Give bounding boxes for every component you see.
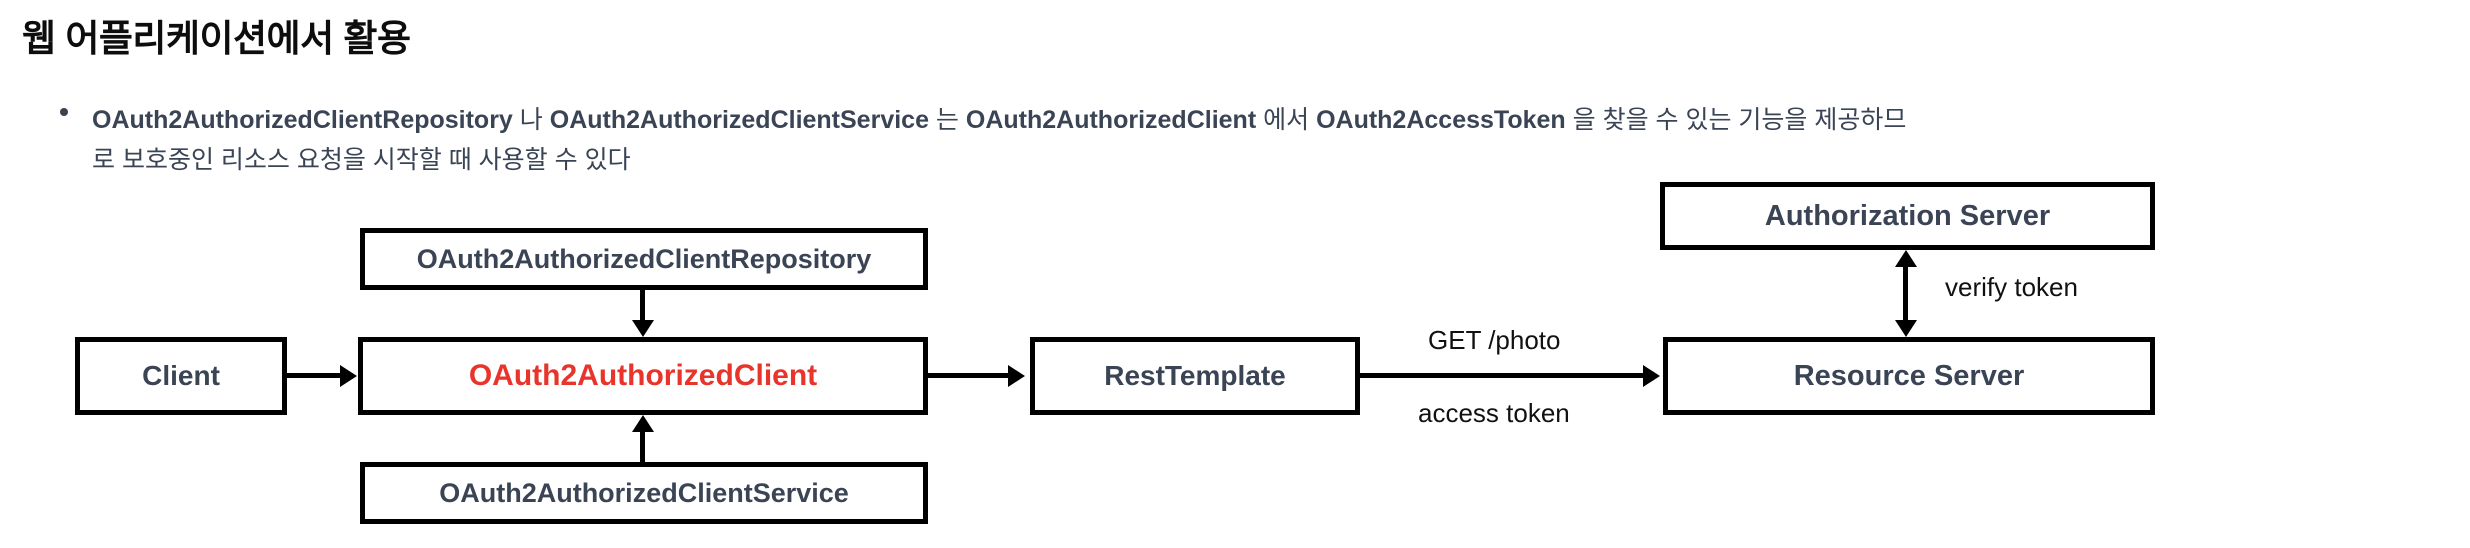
arrow-down-icon <box>1895 320 1917 337</box>
term-oauth2authorizedclientrepository: OAuth2AuthorizedClientRepository <box>92 106 513 134</box>
edge-label-get-photo: GET /photo <box>1428 325 1561 355</box>
node-client: Client <box>75 337 287 415</box>
bullet-separator-2: 는 <box>928 106 966 134</box>
arrow-right-icon <box>1008 365 1025 387</box>
arrow-up-icon <box>632 415 654 432</box>
edge-service-to-authorizedclient <box>640 430 645 462</box>
node-oauth2authorizedclientrepository: OAuth2AuthorizedClientRepository <box>360 228 928 290</box>
bullet-line-1-tail: 을 찾을 수 있는 기능을 제공하므 <box>1565 106 1907 134</box>
edge-resttemplate-to-resourceserver <box>1360 373 1645 378</box>
bullet-marker-icon <box>60 108 68 116</box>
bullet-line-2: 로 보호중인 리소스 요청을 시작할 때 사용할 수 있다 <box>92 146 631 174</box>
page-title: 웹 어플리케이션에서 활용 <box>22 18 411 59</box>
arrow-right-icon <box>340 365 357 387</box>
term-oauth2authorizedclientservice: OAuth2AuthorizedClientService <box>549 106 929 134</box>
term-oauth2authorizedclient: OAuth2AuthorizedClient <box>965 106 1257 134</box>
edge-label-access-token: access token <box>1418 398 1570 428</box>
bullet-separator-1: 나 <box>512 106 550 134</box>
node-oauth2authorizedclient: OAuth2AuthorizedClient <box>358 337 928 415</box>
node-oauth2authorizedclientservice: OAuth2AuthorizedClientService <box>360 462 928 524</box>
arrow-up-icon <box>1895 250 1917 267</box>
edge-label-verify-token: verify token <box>1945 272 2078 302</box>
node-resource-server: Resource Server <box>1663 337 2155 415</box>
term-oauth2accesstoken: OAuth2AccessToken <box>1316 106 1566 134</box>
node-authorization-server: Authorization Server <box>1660 182 2155 250</box>
bullet-separator-3: 에서 <box>1256 106 1317 134</box>
arrow-right-icon <box>1643 365 1660 387</box>
bullet-line-1: OAuth2AuthorizedClientRepository 나 OAuth… <box>92 100 2470 140</box>
edge-repository-to-authorizedclient <box>640 290 645 322</box>
edge-resourceserver-to-authorizationserver <box>1903 262 1908 326</box>
edge-client-to-authorizedclient <box>287 373 342 378</box>
node-resttemplate: RestTemplate <box>1030 337 1360 415</box>
arrow-down-icon <box>632 320 654 337</box>
edge-authorizedclient-to-resttemplate <box>928 373 1010 378</box>
